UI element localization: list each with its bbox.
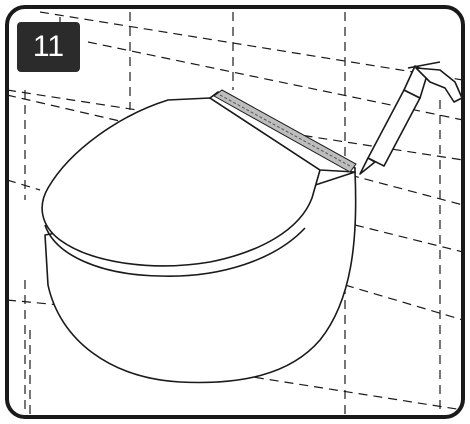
lid-rim <box>44 224 306 277</box>
toilet <box>41 91 357 384</box>
step-number-badge: 11 <box>17 22 80 72</box>
caulk-gun-icon <box>359 61 463 175</box>
panel-border <box>5 5 465 419</box>
toilet-lid <box>41 97 321 267</box>
sealant-bead <box>213 89 357 173</box>
